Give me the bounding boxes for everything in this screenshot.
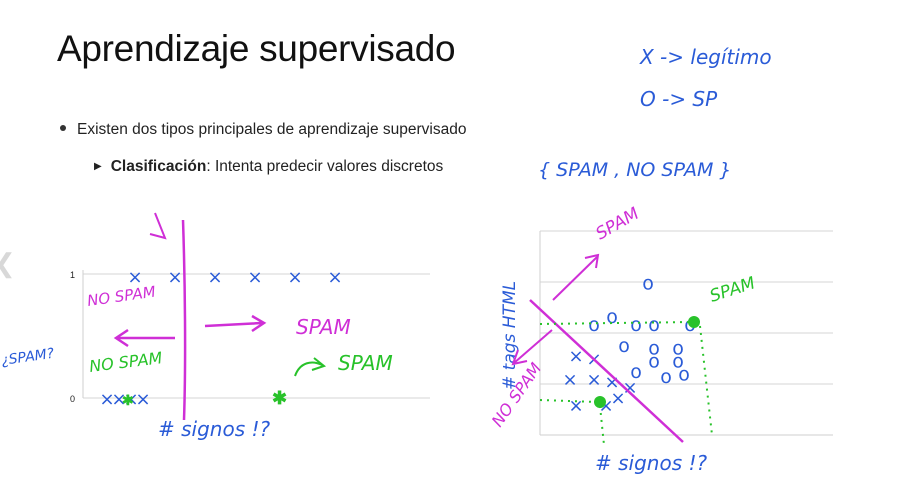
left-spam-label: SPAM <box>296 315 351 339</box>
right-spam-green-label: SPAM <box>707 273 758 306</box>
triangle-bullet-icon: ▶ <box>94 161 102 172</box>
data-point: o <box>642 272 654 294</box>
bullet-item: Existen dos tipos principales de aprendi… <box>60 121 466 139</box>
data-point: o <box>660 366 672 388</box>
data-point: × <box>247 267 262 288</box>
data-point: × <box>610 388 625 409</box>
right-spam-label: SPAM <box>593 204 644 245</box>
data-point: × <box>207 267 222 288</box>
data-point: × <box>123 389 138 410</box>
data-point: × <box>287 267 302 288</box>
guide-line <box>539 321 694 325</box>
data-point: × <box>127 267 142 288</box>
arrow-right-icon <box>204 314 267 333</box>
data-point: o <box>678 363 690 385</box>
data-point: × <box>111 389 126 410</box>
left-data-marks: ×××××××××× <box>99 267 342 410</box>
spam-star-icon: ✱ <box>272 388 287 408</box>
data-point: o <box>648 337 660 359</box>
data-point: o <box>648 350 660 372</box>
arrow-up-right-icon <box>552 253 600 301</box>
right-chart: oooooooooooooo××××××××× <box>539 230 833 436</box>
bullet-text: : Intenta predecir valores discretos <box>206 158 444 175</box>
slide-title: Aprendizaje supervisado <box>57 28 456 69</box>
spam-point-icon <box>688 316 700 328</box>
data-point: × <box>568 396 583 417</box>
data-point: o <box>606 306 618 328</box>
guide-line <box>699 325 713 436</box>
data-point: o <box>672 337 684 359</box>
arrow-down-left-icon <box>511 329 553 366</box>
decision-boundary-line <box>181 219 187 421</box>
spam-question-label: ¿SPAM? <box>0 346 55 369</box>
classes-note: { SPAM , NO SPAM } <box>538 159 732 181</box>
bullet-text: Existen dos tipos principales de aprendi… <box>77 121 467 138</box>
data-point: o <box>630 314 642 336</box>
data-point: × <box>586 370 601 391</box>
data-point: o <box>630 361 642 383</box>
left-spam-green-label: SPAM <box>338 351 393 375</box>
legend-o-note: O -> SP <box>640 87 718 111</box>
right-y-axis-label: # tags HTML <box>500 281 520 390</box>
bullet-term: Clasificación <box>110 158 207 175</box>
legend-x-note: X -> legítimo <box>639 45 772 69</box>
tick-label-0: 0 <box>70 394 75 404</box>
chevron-left-icon[interactable]: ❮ <box>0 248 16 279</box>
data-point: × <box>167 267 182 288</box>
arrow-icon <box>294 357 327 377</box>
right-data-marks: oooooooooooooo××××××××× <box>562 272 695 416</box>
data-point: o <box>648 314 660 336</box>
data-point: o <box>672 350 684 372</box>
data-point: × <box>622 377 637 398</box>
left-no-spam-green-label: NO SPAM <box>88 348 163 376</box>
data-point: o <box>588 314 600 336</box>
tick-label-1: 1 <box>70 270 75 280</box>
data-point: × <box>568 346 583 367</box>
arrow-left-icon <box>113 328 175 348</box>
left-chart: 1 0 ×××××××××× <box>70 267 430 410</box>
spam-point-icon <box>594 396 606 408</box>
left-x-axis-label: # signos !? <box>158 417 270 441</box>
data-point: × <box>604 372 619 393</box>
bullet-dot-icon <box>60 124 66 131</box>
data-point: o <box>618 335 630 357</box>
arrow-down-icon <box>149 212 167 240</box>
spam-star-icon: ✱ <box>122 392 134 408</box>
data-point: × <box>135 389 150 410</box>
sub-bullet-item: ▶ Clasificación: Intenta predecir valores… <box>94 158 443 176</box>
guide-line <box>539 399 605 446</box>
right-x-axis-label: # signos !? <box>595 451 707 475</box>
data-point: × <box>562 370 577 391</box>
data-point: × <box>99 389 114 410</box>
data-point: × <box>327 267 342 288</box>
left-no-spam-label: NO SPAM <box>86 283 157 310</box>
